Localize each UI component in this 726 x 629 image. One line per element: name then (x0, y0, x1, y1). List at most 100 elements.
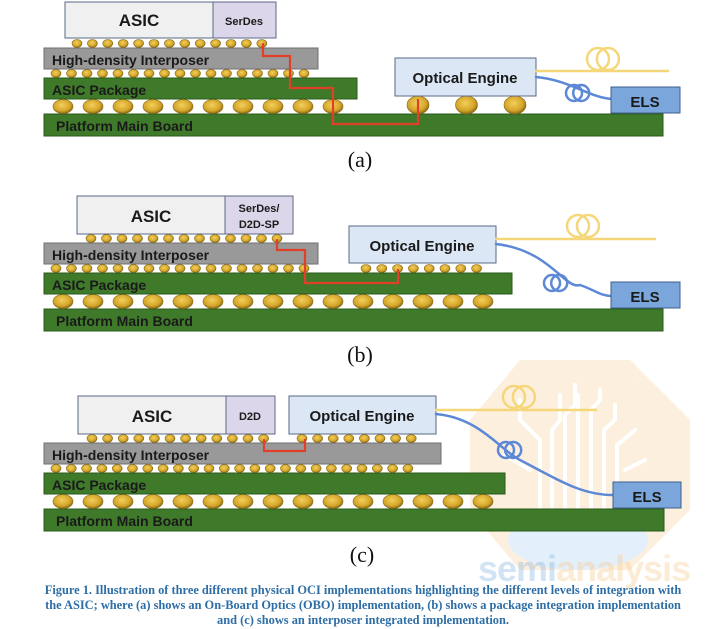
micro-bump (102, 434, 113, 443)
caption-line-2: the ASIC; where (a) shows an On-Board Op… (45, 598, 681, 612)
micro-bump (209, 234, 221, 243)
c4-bump (387, 464, 398, 473)
bga-ball (232, 294, 254, 309)
c4-bump (280, 464, 291, 473)
micro-bump (241, 39, 252, 48)
bga-ball (172, 294, 194, 309)
c4-bump (50, 464, 62, 473)
bga-ball (172, 494, 194, 509)
micro-bump (71, 39, 83, 48)
asic-package (43, 77, 358, 100)
c4-bump (50, 264, 62, 273)
asic-die (64, 1, 214, 39)
interposer-label: High-density Interposer (52, 52, 210, 68)
micro-bump (195, 434, 207, 443)
bga-ball (262, 294, 284, 309)
micro-bump (132, 234, 143, 243)
fiber-loop-yellow (565, 213, 591, 239)
bga-ball (112, 99, 134, 114)
c4-bump (221, 264, 232, 273)
c4-bump (66, 69, 77, 78)
package-label: ASIC Package (52, 82, 146, 98)
bga-ball (262, 99, 284, 114)
c4-bump (50, 69, 62, 78)
bga-ball (292, 494, 314, 509)
bga-ball (412, 294, 434, 309)
package-label: ASIC Package (52, 277, 146, 293)
high-density-interposer (43, 242, 319, 265)
els-label: ELS (630, 94, 659, 111)
oe-bump (439, 264, 451, 273)
bga-ball (82, 294, 104, 309)
asic-label: ASIC (119, 11, 160, 30)
serdes-d2d-sp-block (224, 195, 294, 235)
c4-bump (236, 264, 248, 273)
bga-ball (202, 99, 224, 114)
fiber-loop-blue (496, 440, 516, 460)
micro-bump (194, 39, 206, 48)
fiber-loop-yellow (511, 384, 537, 410)
micro-bump (147, 234, 159, 243)
fiber-blue (534, 75, 614, 101)
caption-line-1: Figure 1. Illustration of three differen… (44, 583, 682, 597)
oe-micro-bump (405, 434, 417, 443)
c4-bump (174, 69, 186, 78)
micro-bump (86, 434, 98, 443)
board-label: Platform Main Board (56, 118, 193, 134)
c4-bump (219, 464, 230, 473)
micro-bump (102, 39, 114, 48)
bga-ball (52, 99, 74, 114)
bga-ball (322, 294, 344, 309)
c4-bump (159, 69, 170, 78)
bga-ball (262, 494, 284, 509)
micro-bump (210, 39, 221, 48)
micro-bump (227, 434, 238, 443)
oe-bump (455, 264, 467, 273)
fiber-loop-yellow (585, 46, 611, 72)
c4-bump (234, 464, 245, 473)
c4-bump (112, 69, 124, 78)
micro-bump (117, 39, 129, 48)
c4-bump (267, 264, 279, 273)
c4-bump (252, 69, 263, 78)
panel-a-obo: Platform Main Board ASIC Package High-dens… (43, 1, 681, 172)
micro-bump (256, 234, 267, 243)
platform-main-board (43, 308, 664, 332)
c4-bump (326, 464, 337, 473)
oe-ball (503, 95, 527, 115)
electrical-trace (275, 238, 400, 285)
micro-bump (256, 39, 268, 48)
bga-ball (52, 294, 74, 309)
c4-bump (298, 69, 310, 78)
els-label: ELS (632, 489, 661, 506)
micro-bump (149, 434, 160, 443)
micro-bump (133, 39, 144, 48)
bga-ball (232, 494, 254, 509)
c4-bump (112, 264, 124, 273)
els-block (610, 86, 681, 114)
watermark-part2: analysis (556, 548, 691, 589)
c4-bump (142, 464, 154, 473)
micro-bump (117, 434, 129, 443)
micro-bump (180, 434, 191, 443)
bga-ball (82, 494, 104, 509)
c4-bump (283, 69, 294, 78)
oe-bump (408, 264, 419, 273)
c4-bump (264, 464, 276, 473)
bga-ball (292, 99, 314, 114)
c4-bump (190, 264, 201, 273)
micro-bump (101, 234, 112, 243)
fiber-blue (494, 242, 614, 298)
c4-bump (236, 69, 248, 78)
micro-bump (240, 234, 252, 243)
bga-ball (112, 494, 134, 509)
bga-ball (142, 99, 164, 114)
c4-bump (173, 464, 184, 473)
c4-bump (283, 264, 294, 273)
optical-engine-label: Optical Engine (309, 408, 414, 425)
fiber-loop-yellow (595, 46, 621, 72)
c4-bump (81, 464, 92, 473)
c4-bump (128, 69, 139, 78)
bga-ball (82, 99, 104, 114)
micro-bump (164, 434, 176, 443)
